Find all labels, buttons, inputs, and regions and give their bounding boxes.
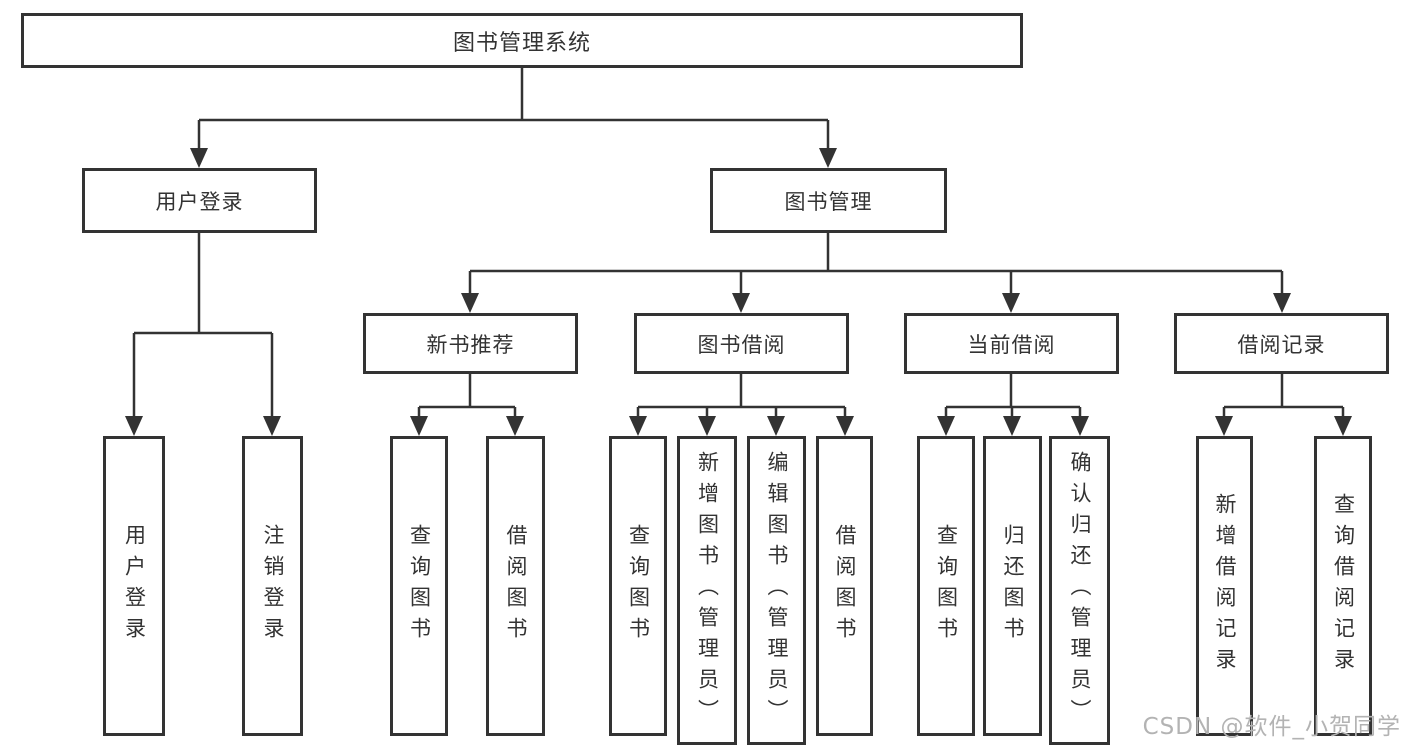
- leaf-borrow-books: 借阅图书: [816, 436, 873, 736]
- node-borrow-records: 借阅记录: [1174, 313, 1389, 374]
- node-user-login: 用户登录: [82, 168, 317, 233]
- node-new-book-recommend: 新书推荐: [363, 313, 578, 374]
- leaf-add-books-admin: 新增图书（管理员）: [677, 436, 737, 745]
- node-library-system: 图书管理系统: [21, 13, 1023, 68]
- leaf-edit-books-admin: 编辑图书（管理员）: [747, 436, 806, 745]
- leaf-confirm-return-admin: 确认归还（管理员）: [1049, 436, 1110, 745]
- leaf-logout: 注销登录: [242, 436, 303, 736]
- leaf-return-books: 归还图书: [983, 436, 1042, 736]
- leaf-query-books-current: 查询图书: [917, 436, 975, 736]
- csdn-watermark: CSDN @软件_小贺同学: [1142, 714, 1401, 740]
- leaf-query-borrow-record: 查询借阅记录: [1314, 436, 1372, 736]
- leaf-borrow-books-recommend: 借阅图书: [486, 436, 545, 736]
- leaf-add-borrow-record: 新增借阅记录: [1196, 436, 1253, 736]
- leaf-query-books-recommend: 查询图书: [390, 436, 448, 736]
- node-book-management: 图书管理: [710, 168, 947, 233]
- leaf-query-books-borrow: 查询图书: [609, 436, 667, 736]
- node-book-borrow: 图书借阅: [634, 313, 849, 374]
- leaf-user-login: 用户登录: [103, 436, 165, 736]
- node-current-borrow: 当前借阅: [904, 313, 1119, 374]
